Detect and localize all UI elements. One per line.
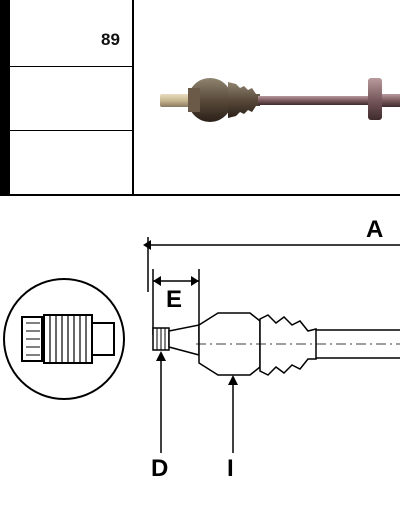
photo-boot [228, 82, 260, 118]
table-bottom-border [0, 194, 400, 196]
label-length: A [366, 216, 383, 243]
drawing-joint-neck [168, 324, 200, 356]
photo-spline-stub [160, 94, 190, 107]
table-cell-1: 89 [101, 30, 120, 49]
spline-length-arrow-left [153, 276, 161, 286]
drive-shaft-photo [160, 78, 400, 122]
column-divider [132, 0, 134, 194]
spec-table: 89 [0, 0, 400, 197]
table-left-bar [0, 0, 10, 194]
joint-diameter-arrow [228, 375, 238, 385]
photo-joint-band [188, 88, 200, 112]
row-divider [10, 130, 132, 131]
row-divider [10, 66, 132, 67]
length-arrow [143, 240, 151, 250]
photo-shaft [258, 96, 380, 105]
photo-damper [368, 78, 382, 120]
label-spline-length: E [166, 286, 182, 313]
spline-detail-icon [3, 278, 125, 400]
spline-length-arrow-right [191, 276, 199, 286]
label-spline-diameter: D [151, 455, 168, 482]
spline-diameter-arrow [156, 351, 166, 361]
technical-drawing: A E D I [3, 216, 400, 482]
label-joint-diameter: I [227, 455, 234, 482]
drawing-boot [259, 314, 317, 376]
photo-shaft-end [382, 94, 400, 107]
